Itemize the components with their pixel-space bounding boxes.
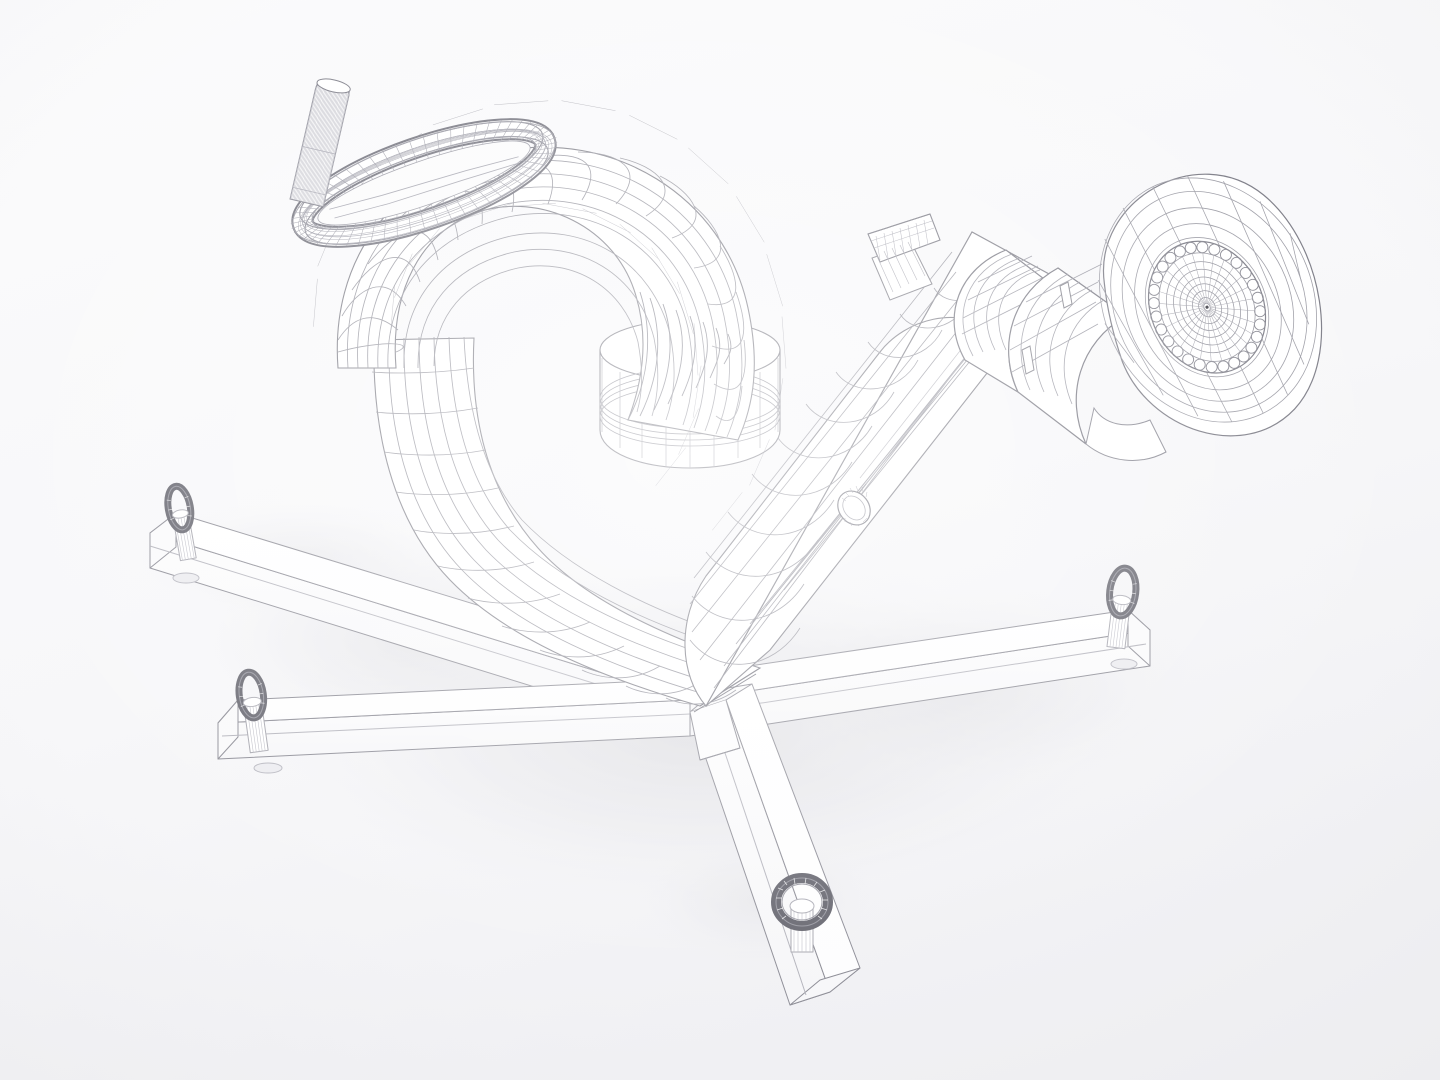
wireframe-scene bbox=[0, 0, 1440, 1080]
render-canvas: 3D Wireframe Render — Fire Monitor Water… bbox=[0, 0, 1440, 1080]
